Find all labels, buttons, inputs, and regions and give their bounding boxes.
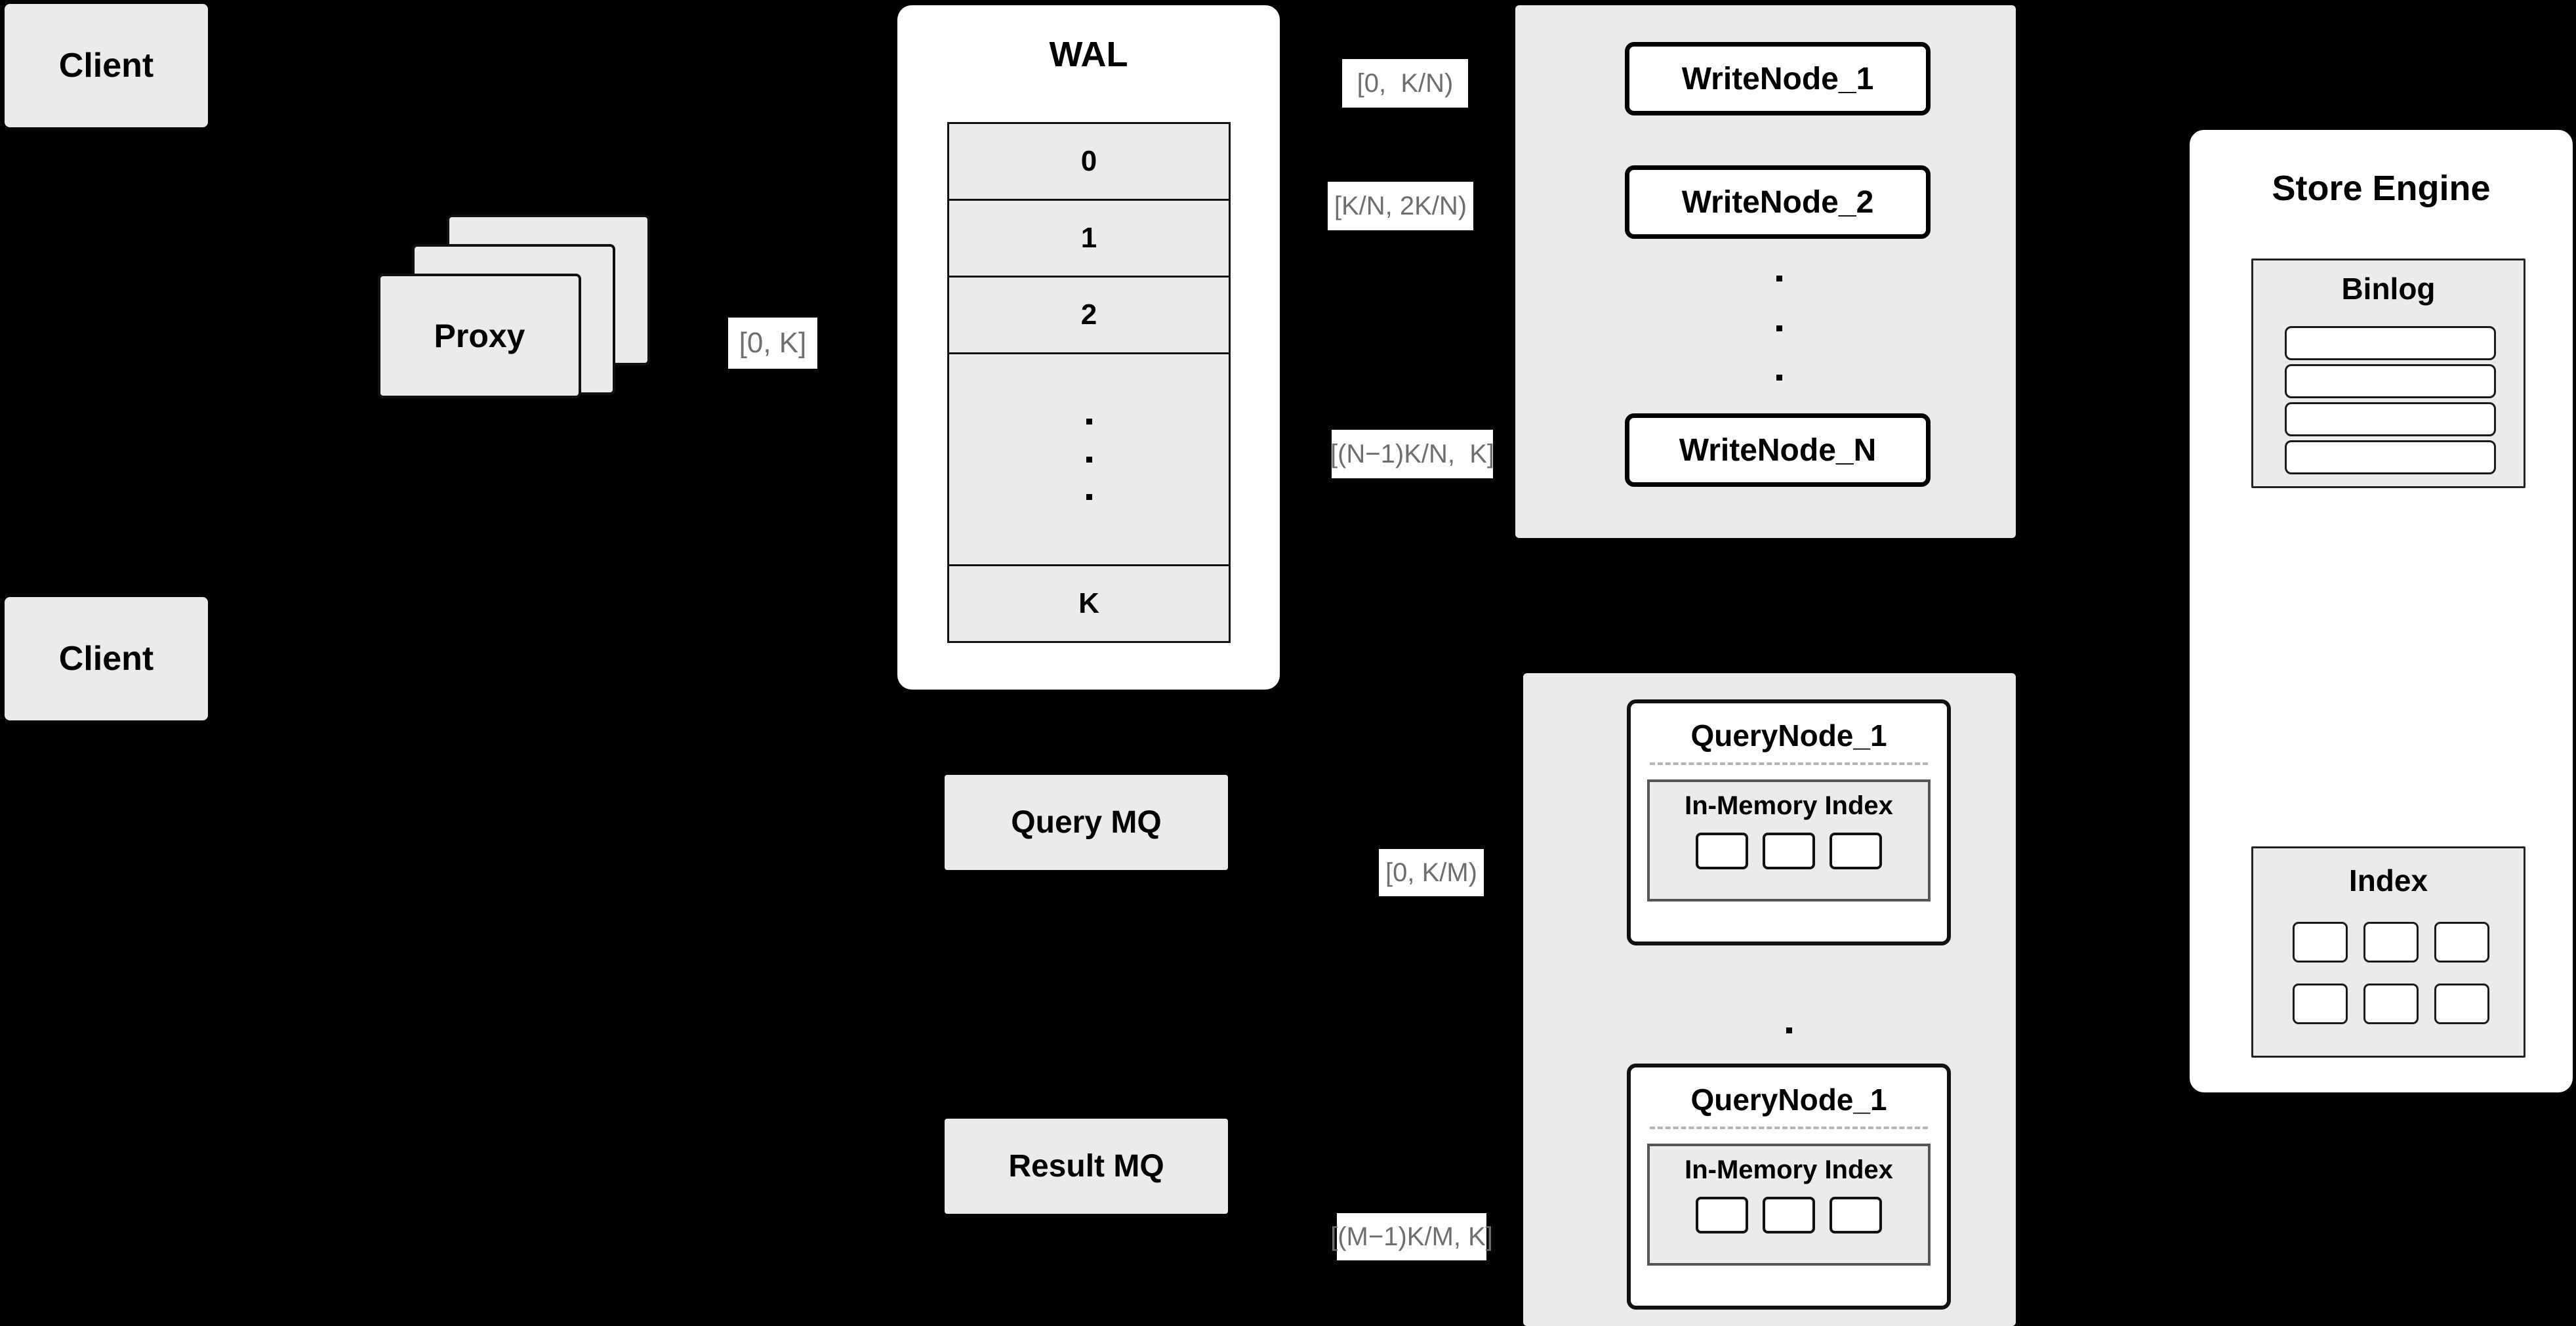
proxy-stack[interactable]: Proxy	[378, 215, 680, 438]
index-chip-grid	[2293, 922, 2489, 1024]
binlog-bar[interactable]	[2285, 402, 2496, 436]
query-mq-box[interactable]: Query MQ	[945, 775, 1228, 870]
wal-row-list: 0 1 2 K	[947, 122, 1231, 643]
store-engine-panel: Store Engine Binlog Index	[2190, 130, 2573, 1092]
index-chip[interactable]	[2434, 922, 2489, 963]
query-node-1-separator	[1649, 762, 1929, 765]
index-segment[interactable]	[1763, 1197, 1815, 1233]
segment-row-1	[1696, 833, 1882, 869]
in-memory-index-1-label: In-Memory Index	[1685, 791, 1893, 820]
query-node-1[interactable]: QueryNode_1 In-Memory Index	[1627, 699, 1951, 945]
ellipsis-dot	[1086, 494, 1092, 500]
in-memory-index-m: In-Memory Index	[1646, 1144, 1931, 1266]
query-node-m-label: QueryNode_1	[1690, 1083, 1887, 1117]
index-segment[interactable]	[1696, 833, 1748, 869]
edge-label-writenode-1: [0, K/N)	[1342, 59, 1468, 108]
in-memory-index-1: In-Memory Index	[1646, 779, 1931, 901]
write-node-1[interactable]: WriteNode_1	[1625, 42, 1931, 115]
segment-row-m	[1696, 1197, 1882, 1233]
write-node-n-label: WriteNode_N	[1679, 432, 1877, 468]
query-node-m[interactable]: QueryNode_1 In-Memory Index	[1627, 1064, 1951, 1310]
edge-label-writenode-2: [K/N, 2K/N)	[1328, 182, 1473, 230]
query-mq-label: Query MQ	[1011, 805, 1162, 840]
binlog-bar[interactable]	[2285, 364, 2496, 398]
query-node-m-separator	[1649, 1127, 1929, 1129]
wal-title: WAL	[1049, 35, 1128, 74]
wal-row[interactable]: 0	[947, 122, 1231, 201]
ellipsis-dot	[1086, 456, 1092, 463]
store-engine-title: Store Engine	[2272, 169, 2491, 208]
index-segment[interactable]	[1763, 833, 1815, 869]
ellipsis-dot	[1776, 325, 1782, 331]
index-panel: Index	[2251, 846, 2525, 1058]
binlog-panel: Binlog	[2251, 259, 2525, 488]
index-chip[interactable]	[2363, 984, 2419, 1024]
binlog-bar[interactable]	[2285, 326, 2496, 360]
index-segment[interactable]	[1830, 1197, 1882, 1233]
index-chip[interactable]	[2363, 922, 2419, 963]
ellipsis-dot	[1776, 276, 1782, 281]
wal-panel: WAL 0 1 2 K	[897, 5, 1280, 690]
client-label-1: Client	[58, 47, 154, 85]
ellipsis-dot	[1786, 1027, 1792, 1033]
write-node-2-label: WriteNode_2	[1681, 184, 1874, 220]
binlog-bar-list	[2285, 326, 2496, 474]
index-chip-row	[2293, 922, 2489, 963]
query-node-1-label: QueryNode_1	[1690, 718, 1887, 753]
client-box-2[interactable]: Client	[5, 597, 208, 720]
write-node-cluster: WriteNode_1 WriteNode_2 WriteNode_N	[1515, 5, 2016, 538]
index-chip-row	[2293, 984, 2489, 1024]
client-box-1[interactable]: Client	[5, 4, 208, 127]
wal-row-ellipsis	[947, 352, 1231, 566]
wal-vertical-ellipsis	[1086, 419, 1092, 500]
edge-label-writenode-n: [(N−1)K/N, K]	[1330, 430, 1494, 478]
write-node-1-label: WriteNode_1	[1681, 61, 1874, 96]
index-chip[interactable]	[2434, 984, 2489, 1024]
wal-row[interactable]: 2	[947, 276, 1231, 354]
wal-row[interactable]: 1	[947, 199, 1231, 278]
index-chip[interactable]	[2293, 984, 2348, 1024]
in-memory-index-m-label: In-Memory Index	[1685, 1155, 1893, 1184]
write-cluster-vertical-ellipsis	[1749, 276, 1809, 381]
client-label-2: Client	[58, 640, 154, 678]
proxy-label: Proxy	[434, 318, 525, 354]
index-segment[interactable]	[1696, 1197, 1748, 1233]
index-title: Index	[2348, 863, 2428, 898]
index-chip[interactable]	[2293, 922, 2348, 963]
wal-row[interactable]: K	[947, 564, 1231, 643]
query-node-cluster: QueryNode_1 In-Memory Index QueryNode_1	[1523, 673, 2016, 1326]
edge-label-querynode-m: [(M−1)K/M, K]	[1330, 1213, 1493, 1260]
result-mq-box[interactable]: Result MQ	[945, 1119, 1228, 1214]
binlog-title: Binlog	[2341, 272, 2436, 306]
binlog-bar[interactable]	[2285, 440, 2496, 474]
edge-label-proxy-to-wal: [0, K]	[728, 318, 817, 369]
write-node-n[interactable]: WriteNode_N	[1625, 413, 1931, 487]
ellipsis-dot	[1776, 375, 1782, 381]
proxy-card-front[interactable]: Proxy	[378, 274, 581, 398]
index-segment[interactable]	[1830, 833, 1882, 869]
write-node-2[interactable]: WriteNode_2	[1625, 165, 1931, 239]
edge-label-querynode-1: [0, K/M)	[1379, 849, 1484, 896]
ellipsis-dot	[1086, 419, 1092, 425]
result-mq-label: Result MQ	[1008, 1149, 1164, 1184]
